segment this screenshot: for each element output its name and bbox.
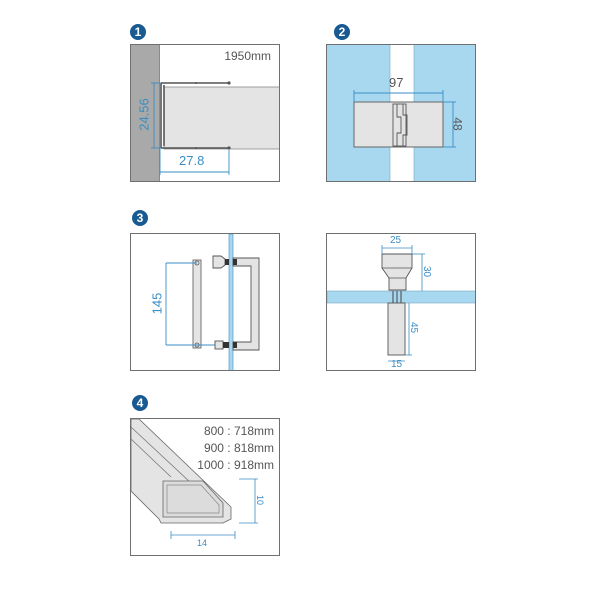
top-height-dimension: 30 [421, 265, 433, 278]
handle-side-view [192, 259, 202, 349]
hinge-height-dimension: 48 [450, 117, 465, 131]
step-badge-1: 1 [130, 24, 146, 40]
bottom-seal-panel: 800 : 718mm 900 : 818mm 1000 : 918mm 10 … [130, 418, 280, 556]
handle-knob-detail-panel: 25 30 45 15 [326, 233, 476, 371]
door-handle-panel: 145 [130, 233, 280, 371]
knob [212, 255, 226, 269]
hinge-body [353, 101, 444, 148]
bottom-height-dimension: 45 [408, 321, 420, 334]
seal-size-row: 800 : 718mm [203, 424, 274, 438]
step-badge-3: 3 [132, 210, 148, 226]
seal-height-dimension: 10 [255, 494, 266, 506]
door-handle-drawing [165, 234, 260, 370]
knob-head [381, 253, 413, 291]
top-width-dimension: 25 [390, 235, 402, 246]
bottom-seal-drawing [131, 419, 258, 539]
length-label: 1950mm [224, 49, 271, 63]
wall-profile-panel: 1950mm 24.56 27.8 [130, 44, 280, 182]
seal-size-row: 1000 : 918mm [197, 458, 274, 472]
height-dimension: 24.56 [136, 98, 152, 131]
glass-hinge-panel: 97 48 [326, 44, 476, 182]
seal-size-row: 900 : 818mm [203, 441, 274, 455]
glass-line [228, 234, 234, 370]
u-handle [232, 257, 260, 351]
step-badge-2: 2 [334, 24, 350, 40]
bottom-width-dimension: 15 [391, 359, 403, 370]
wall-profile-drawing [131, 45, 279, 181]
seal-size-table: 800 : 718mm 900 : 818mm 1000 : 918mm [197, 423, 274, 474]
knob-detail-drawing [327, 245, 475, 362]
glass-hinge-drawing [353, 45, 456, 181]
depth-dimension: 27.8 [179, 153, 205, 168]
step-badge-4: 4 [132, 395, 148, 411]
seal-width-dimension: 14 [197, 538, 208, 548]
center-distance-dimension: 145 [149, 292, 165, 315]
hinge-width-dimension: 97 [389, 75, 404, 90]
knob-stem [387, 302, 406, 356]
